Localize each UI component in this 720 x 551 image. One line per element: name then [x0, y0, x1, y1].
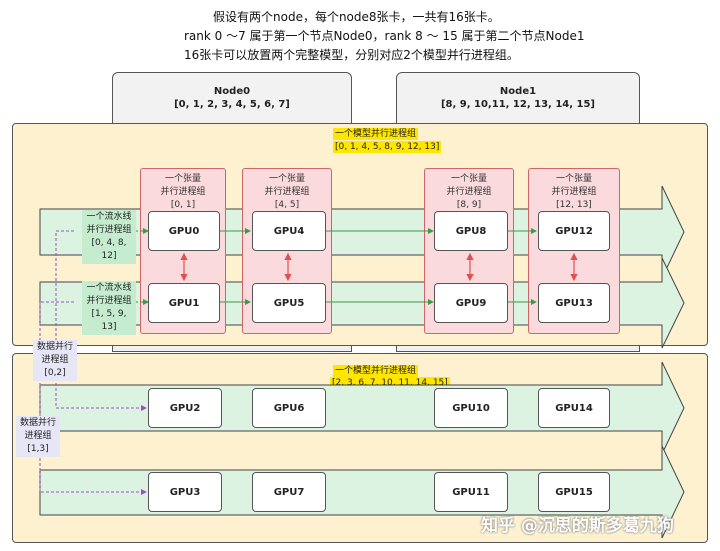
gpu-1: GPU1 — [148, 283, 220, 323]
dp-group-1-line2: 进程组 — [24, 431, 52, 441]
pp-group-1-line1: 一个流水线 — [86, 283, 132, 293]
gpu-11: GPU11 — [434, 472, 508, 512]
intro-line-3: 16张卡可以放置两个完整模型，分别对应2个模型并行进程组。 — [184, 48, 519, 62]
dp-group-1-ranks: [1,3] — [27, 444, 49, 454]
tp-group-2-ranks: [8, 9] — [456, 200, 482, 210]
gpu-12: GPU12 — [538, 211, 610, 251]
intro-line-2: rank 0 ～7 属于第一个节点Node0，rank 8 ～ 15 属于第二个… — [184, 29, 585, 43]
gpu-0: GPU0 — [148, 211, 220, 251]
dp-group-1-line1: 数据并行 — [19, 418, 56, 428]
gpu-15: GPU15 — [538, 472, 610, 512]
gpu-5: GPU5 — [252, 283, 326, 323]
gpu-13: GPU13 — [538, 283, 610, 323]
tp-group-1-ranks: [4, 5] — [274, 200, 300, 210]
tp-group-2-line2: 并行进程组 — [446, 187, 492, 197]
dp-group-0-line2: 进程组 — [41, 355, 69, 365]
tp-group-3-ranks: [12, 13] — [556, 200, 592, 210]
gpu-9: GPU9 — [434, 283, 508, 323]
dp-link-1 — [39, 301, 147, 495]
pp-group-1-ranks: [1, 5, 9, 13] — [91, 309, 127, 332]
pipeline-group-1-label: 一个流水线 并行进程组 [1, 5, 9, 13] — [82, 281, 136, 335]
tp-group-3-line2: 并行进程组 — [551, 187, 597, 197]
pipeline-arrow-row2 — [39, 361, 685, 455]
tp-group-0-line2: 并行进程组 — [160, 187, 206, 197]
tp-group-0-ranks: [0, 1] — [170, 200, 196, 210]
pp-group-1-line2: 并行进程组 — [86, 296, 132, 306]
gpu-7: GPU7 — [252, 472, 326, 512]
gpu-2: GPU2 — [148, 388, 222, 428]
gpu-10: GPU10 — [434, 388, 508, 428]
node0-ranks: [0, 1, 2, 3, 4, 5, 6, 7] — [174, 99, 290, 110]
model-parallel-group-0-ranks: [0, 1, 4, 5, 8, 9, 12, 13] — [333, 141, 442, 153]
pp-group-0-ranks: [0, 4, 8, 12] — [91, 238, 127, 261]
gpu-4: GPU4 — [252, 211, 326, 251]
tp-group-1-line1: 一个张量 — [268, 174, 305, 184]
model-parallel-group-1-title: 一个模型并行进程组 — [333, 365, 419, 377]
pipeline-arrow-row3 — [39, 445, 685, 539]
tp-group-2-line1: 一个张量 — [450, 174, 487, 184]
gpu-6: GPU6 — [252, 388, 326, 428]
dp-group-0-line1: 数据并行 — [36, 342, 73, 352]
intro-line-1: 假设有两个node，每个node8张卡，一共有16张卡。 — [213, 10, 500, 24]
dp-group-0-ranks: [0,2] — [44, 368, 66, 378]
model-parallel-group-0-title: 一个模型并行进程组 — [333, 128, 419, 140]
tp-group-0-line1: 一个张量 — [164, 174, 201, 184]
gpu-14: GPU14 — [538, 388, 610, 428]
data-parallel-group-1-label: 数据并行 进程组 [1,3] — [16, 416, 60, 457]
gpu-3: GPU3 — [148, 472, 222, 512]
node1-ranks: [8, 9, 10,11, 12, 13, 14, 15] — [440, 99, 596, 110]
tp-group-1-line2: 并行进程组 — [264, 187, 310, 197]
data-parallel-group-0-label: 数据并行 进程组 [0,2] — [33, 340, 77, 381]
pipeline-group-0-label: 一个流水线 并行进程组 [0, 4, 8, 12] — [82, 210, 136, 264]
node0-title: Node0 — [213, 86, 251, 97]
pp-group-0-line1: 一个流水线 — [86, 212, 132, 222]
tp-group-3-line1: 一个张量 — [555, 174, 592, 184]
gpu-8: GPU8 — [434, 211, 508, 251]
dp-link-0 — [55, 230, 147, 411]
watermark: 知乎 @沉思的斯多葛九狗 — [481, 516, 674, 536]
pp-group-0-line2: 并行进程组 — [86, 225, 132, 235]
node1-title: Node1 — [499, 86, 537, 97]
